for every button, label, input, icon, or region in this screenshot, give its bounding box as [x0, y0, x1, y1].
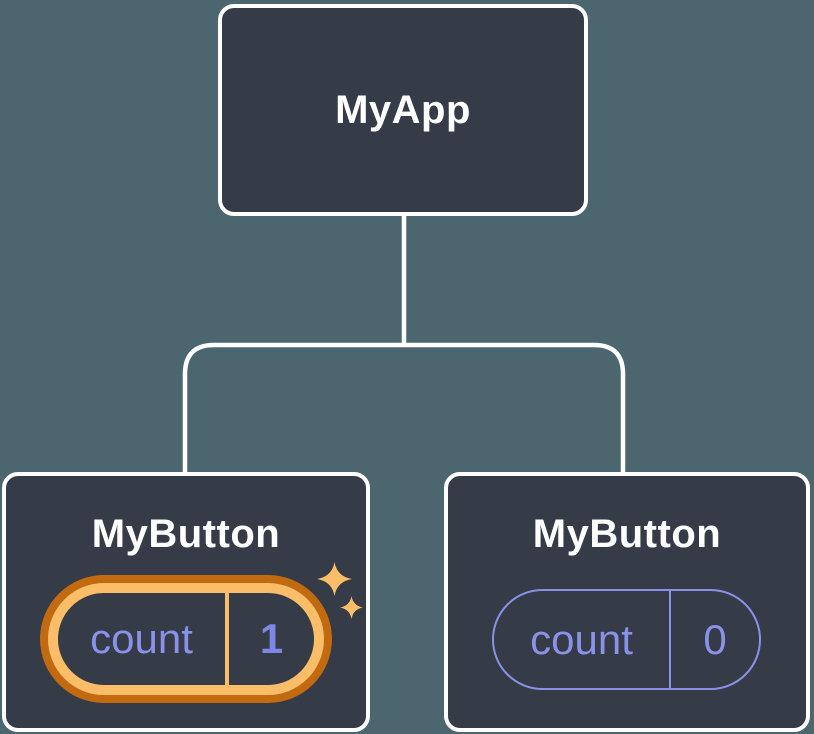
state-value: 0	[703, 615, 727, 663]
pill-divider	[225, 593, 229, 685]
root-node-label: MyApp	[335, 87, 471, 132]
pill-divider	[669, 591, 671, 688]
sparkles-icon	[317, 562, 363, 619]
state-key-label: count	[90, 615, 193, 662]
state-value: 1	[259, 615, 284, 662]
child-node-label: MyButton	[91, 512, 281, 556]
state-key-label: count	[530, 615, 633, 663]
child-node-label: MyButton	[532, 512, 722, 556]
child-node-plain: MyButton count 0	[444, 472, 810, 732]
state-pill-plain: count 0	[492, 589, 761, 690]
root-node: MyApp	[218, 4, 588, 216]
state-pill-highlighted: count 1	[48, 583, 324, 695]
child-node-highlighted: MyButton count 1	[2, 472, 370, 732]
sparkle-big	[317, 562, 352, 596]
sparkle-small	[340, 596, 363, 619]
